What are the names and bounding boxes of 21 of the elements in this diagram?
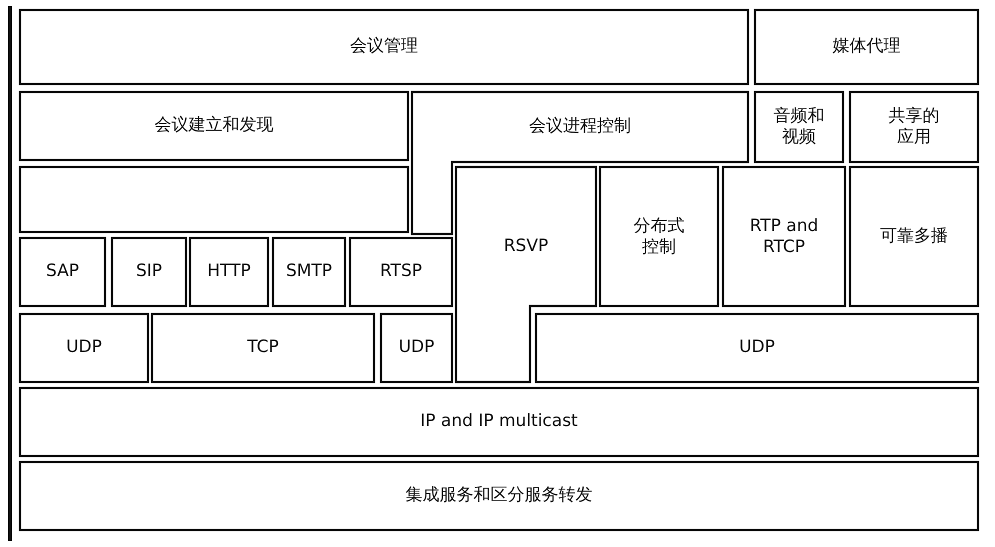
layer-label: UDP	[66, 337, 102, 359]
layer-label: SAP	[46, 261, 79, 283]
layer-label: 会议进程控制	[529, 116, 631, 138]
layer-label: SIP	[136, 261, 162, 283]
layer-label: IP and IP multicast	[420, 411, 578, 433]
layer-label: 媒体代理	[832, 36, 900, 58]
layer-label: RTP and RTCP	[749, 216, 819, 258]
layer-label: 集成服务和区分服务转发	[406, 485, 592, 507]
layer-label: 可靠多播	[880, 226, 948, 248]
layer-label: SMTP	[286, 261, 332, 283]
layer-label: HTTP	[207, 261, 251, 283]
layer-label: RSVP	[504, 236, 548, 258]
layer-label: UDP	[739, 337, 775, 359]
layer-label: 分布式控制	[632, 216, 686, 258]
layer-label: 音频和视频	[772, 106, 826, 148]
layer-label: 会议管理	[350, 36, 418, 58]
layer-label: UDP	[398, 337, 434, 359]
layer-label: TCP	[247, 337, 279, 359]
layer-label: 共享的应用	[888, 106, 940, 148]
layer-label: 会议建立和发现	[154, 115, 274, 137]
layer-label: RTSP	[380, 261, 422, 283]
